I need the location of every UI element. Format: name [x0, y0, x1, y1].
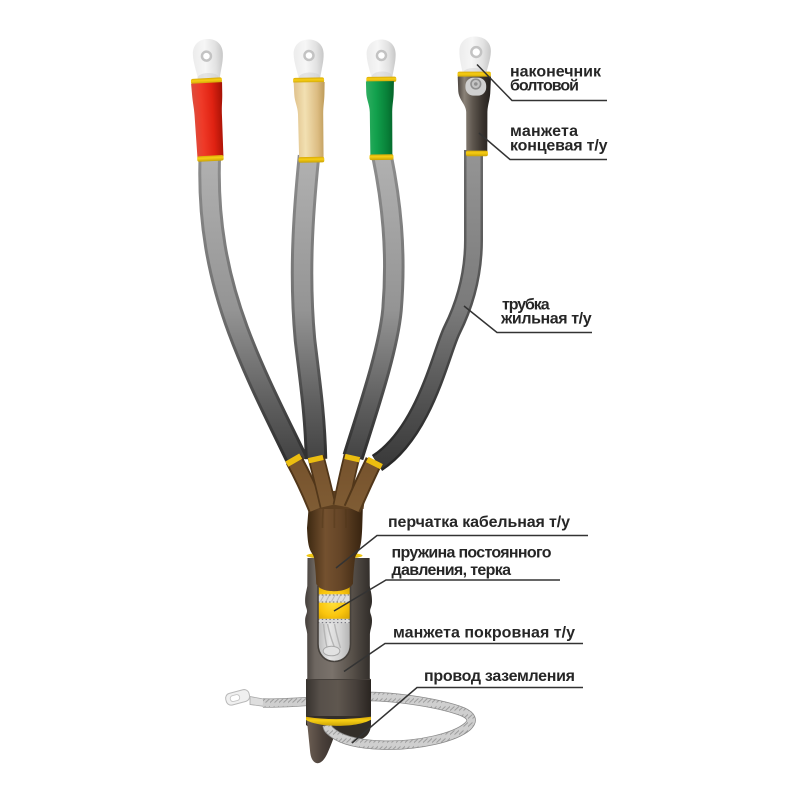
svg-text:перчатка кабельная т/у: перчатка кабельная т/у — [388, 514, 570, 531]
svg-text:провод заземления: провод заземления — [424, 668, 575, 685]
svg-text:жильная т/у: жильная т/у — [500, 311, 592, 328]
svg-text:наконечник: наконечник — [510, 64, 602, 81]
svg-text:давления, терка: давления, терка — [392, 562, 512, 579]
svg-text:трубка: трубка — [502, 297, 550, 314]
svg-text:манжета: манжета — [510, 123, 578, 140]
svg-text:болтовой: болтовой — [510, 77, 579, 94]
svg-text:пружина постоянного: пружина постоянного — [392, 545, 552, 562]
svg-text:манжета покровная т/у: манжета покровная т/у — [393, 625, 575, 642]
svg-text:концевая т/у: концевая т/у — [510, 137, 608, 154]
